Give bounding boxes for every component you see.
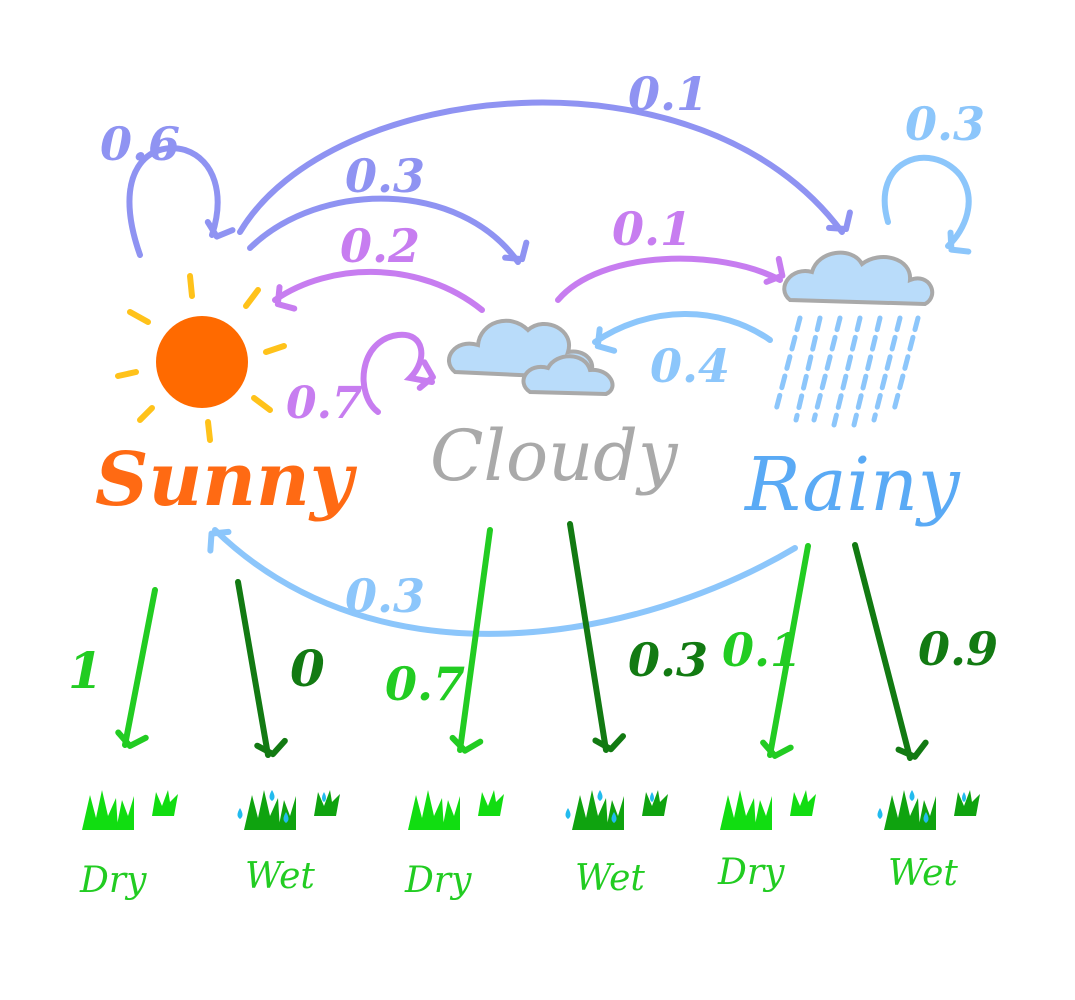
- prob-cloudy-cloudy: 0.7: [286, 378, 363, 429]
- observation-label-wet: Wet: [575, 858, 645, 899]
- emission-arrow-sunny-wet: [235, 579, 288, 758]
- arrow-sunny-to-cloudy: [247, 195, 530, 265]
- dry-grass-icon: [720, 790, 816, 830]
- prob-cloudy-sunny: 0.2: [340, 219, 420, 273]
- cloud-icon: [447, 318, 615, 397]
- observation-label-wet: Wet: [888, 853, 958, 894]
- dry-grass-icon: [408, 790, 504, 830]
- emission-arrow-rainy-wet: [852, 542, 929, 761]
- prob-rainy-rainy: 0.3: [905, 97, 985, 151]
- rain-cloud-icon: [773, 250, 935, 428]
- observation-label-dry: Dry: [717, 852, 785, 893]
- arrow-rainy-to-sunny: [207, 527, 798, 637]
- arrow-rainy-to-cloudy: [592, 311, 773, 354]
- wet-grass-icon: [877, 790, 980, 830]
- state-label-sunny: Sunny: [95, 437, 358, 523]
- emission-arrow-cloudy-wet: [567, 521, 627, 753]
- prob-sunny-cloudy: 0.3: [345, 149, 425, 203]
- emission-arrow-rainy-dry: [760, 543, 811, 759]
- emission-prob-rainy-dry: 0.1: [722, 623, 802, 677]
- wet-grass-icon: [565, 790, 668, 830]
- state-label-rainy: Rainy: [743, 442, 961, 528]
- arrow-cloudy-to-rainy: [555, 255, 786, 303]
- observation-label-dry: Dry: [79, 860, 147, 901]
- prob-cloudy-rainy: 0.1: [612, 202, 692, 256]
- emission-arrow-sunny-dry: [115, 587, 158, 749]
- arrow-sunny-to-rainy: [237, 99, 853, 235]
- emission-prob-sunny-dry: 1: [68, 641, 103, 700]
- dry-grass-icon: [82, 790, 178, 830]
- arrow-sunny-to-sunny: [126, 145, 236, 258]
- observation-label-wet: Wet: [245, 856, 315, 897]
- emission-prob-rainy-wet: 0.9: [918, 622, 998, 676]
- state-label-cloudy: Cloudy: [430, 415, 679, 497]
- sun-icon: [115, 273, 287, 443]
- prob-rainy-sunny: 0.3: [345, 569, 425, 623]
- prob-sunny-sunny: 0.6: [100, 117, 180, 171]
- emission-prob-cloudy-wet: 0.3: [628, 633, 708, 687]
- arrow-rainy-to-rainy: [881, 154, 972, 255]
- prob-rainy-cloudy: 0.4: [650, 339, 730, 393]
- prob-sunny-rainy: 0.1: [628, 67, 708, 121]
- observation-label-dry: Dry: [404, 860, 472, 901]
- arrow-cloudy-to-sunny: [272, 269, 485, 313]
- emission-arrow-cloudy-dry: [449, 527, 493, 754]
- wet-grass-icon: [237, 790, 340, 830]
- emission-prob-cloudy-dry: 0.7: [385, 657, 465, 711]
- emission-prob-sunny-wet: 0: [290, 639, 325, 698]
- arrow-cloudy-to-cloudy: [360, 331, 436, 415]
